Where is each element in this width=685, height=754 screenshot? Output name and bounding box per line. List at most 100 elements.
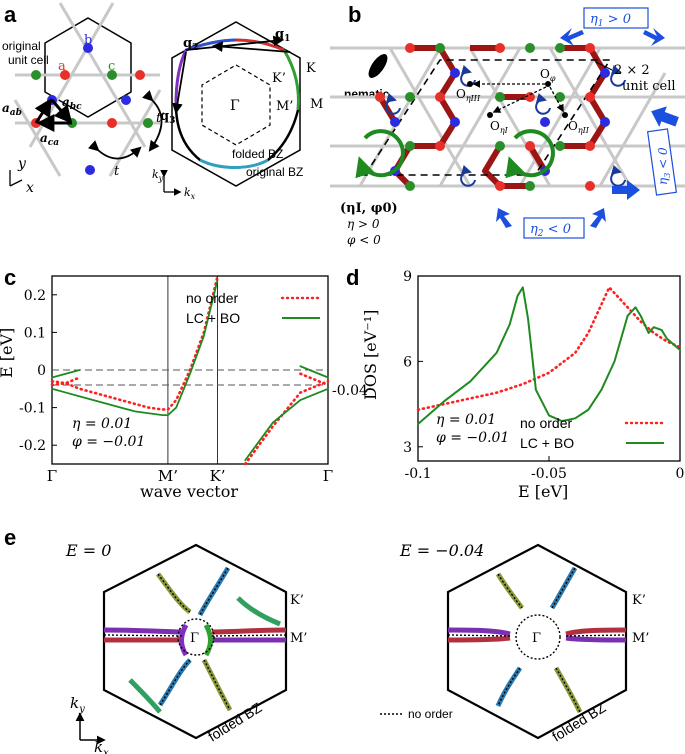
real-space-axes <box>9 170 23 187</box>
c-xtick-label: Γ <box>47 467 57 485</box>
e-left-hexagon <box>102 543 288 740</box>
eta3-label: η3 < 0 <box>656 147 672 185</box>
e-right-fs-5 <box>565 627 627 637</box>
e-left-mp: M’ <box>290 631 307 646</box>
kp-label: K’ <box>272 71 286 86</box>
plot-d-lines <box>416 286 682 425</box>
gamma-label: Γ <box>230 98 240 114</box>
vec-ab-label: aab <box>2 101 22 118</box>
kx-label: kx <box>184 186 196 201</box>
site-a-label: a <box>58 59 66 74</box>
site-a-2 <box>135 70 145 80</box>
e-left-fs-1 <box>155 572 192 615</box>
e-right-kp: K’ <box>632 593 646 608</box>
loop-current-small-2 <box>610 65 626 87</box>
sites-b <box>375 43 610 191</box>
site-b-3 <box>121 95 131 105</box>
ky-label: ky <box>152 168 164 183</box>
o-eta-i-label: OηI <box>490 119 509 135</box>
c-series-lc-bo <box>244 387 329 462</box>
vec-ca-label: aca <box>40 131 59 148</box>
e-kx-label: kx <box>94 738 109 754</box>
eta1-arrow-left <box>560 28 584 46</box>
eta3-box <box>646 128 678 196</box>
c-xtick-label: M’ <box>158 467 178 485</box>
c-xtick-label: Γ <box>323 467 333 485</box>
loop-current-small-5 <box>460 165 476 187</box>
unit-cell-2x2-label-2: unit cell <box>622 79 676 94</box>
d-xtick-label: -0.1 <box>405 466 432 482</box>
plot-d-param-eta: η = 0.01 <box>436 412 496 428</box>
axis-y-label: y <box>17 156 27 172</box>
plot-c-legend-dotted-label: no order <box>186 290 238 306</box>
plot-d-xlabel: E [eV] <box>518 482 568 501</box>
unit-cell-label-2: unit cell <box>8 53 49 67</box>
eta3-arrow-bottom <box>612 180 640 200</box>
loop-current-big-1 <box>355 129 405 179</box>
d-xtick-label: 0 <box>676 466 685 482</box>
cond-phi-label: φ < 0 <box>347 233 381 247</box>
e-left-fs-5 <box>211 627 287 635</box>
site-c-label: c <box>108 59 115 74</box>
eta1-label: η1 > 0 <box>590 12 631 29</box>
site-c-2 <box>31 70 41 80</box>
panel-a: a original unit cell b a c <box>2 2 323 201</box>
c-series-branch <box>51 369 81 379</box>
loop-current-small-6 <box>610 165 626 187</box>
e-right-gamma: Γ <box>532 631 541 646</box>
q2-label: q2 <box>183 36 198 53</box>
e-legend-no-order-label: no order <box>408 707 453 721</box>
folded-bz-dashed <box>201 64 271 146</box>
hop-t-label: t <box>114 164 120 179</box>
plot-c-param-phi: φ = −0.01 <box>72 434 145 450</box>
q3-label: q3 <box>160 109 175 126</box>
e-right-bz: Γ K’ M’ folded BZ no order <box>380 543 649 745</box>
e-left-fs-3 <box>103 627 184 635</box>
plot-c-ylabel: E [eV] <box>0 328 16 378</box>
e-left-bz: Γ K’ M’ folded BZ <box>102 543 307 745</box>
e-left-fs-9 <box>179 623 189 657</box>
e-right-fs-2 <box>549 566 578 610</box>
plot-d-legend-solid-label: LC + BO <box>520 435 574 451</box>
o-eta-iii-label: OηIII <box>456 87 481 103</box>
plot-d-param-phi: φ = −0.01 <box>436 430 509 446</box>
plot-c-param-eta: η = 0.01 <box>72 416 132 432</box>
c-ytick-label: -0.1 <box>19 401 46 417</box>
c-ytick-label: 0.2 <box>24 288 46 304</box>
c-ytick-label: 0.1 <box>24 325 46 341</box>
e-ky-label: ky <box>70 694 85 715</box>
q3-arrow <box>172 51 187 115</box>
hop-tp-arrow <box>142 90 163 152</box>
q1-label: q1 <box>275 27 290 44</box>
site-b-label: b <box>84 33 92 48</box>
site-b <box>83 43 93 53</box>
plot-d-legend-dotted-label: no order <box>520 415 572 431</box>
e-right-fs-3 <box>447 627 511 637</box>
panel-b-label: b <box>348 2 361 27</box>
unit-cell-label-1: original <box>2 39 41 53</box>
axis-x-label: x <box>26 180 34 196</box>
panel-a-label: a <box>4 2 17 27</box>
k-label: K <box>306 61 316 76</box>
e-left-title: E = 0 <box>65 541 111 560</box>
plot-c-legend-solid-label: LC + BO <box>186 310 240 326</box>
panel-c-label: c <box>4 265 16 290</box>
hop-t-arrow <box>87 140 142 160</box>
plot-c-marker-right: -0.04 <box>332 383 368 399</box>
site-c <box>107 70 117 80</box>
c-ytick-label: -0.2 <box>19 438 46 454</box>
e-left-fs-2 <box>197 566 231 617</box>
original-bz <box>171 21 301 187</box>
unit-cell-2x2-label-1: 2 × 2 <box>614 63 650 78</box>
e-left-fs-10 <box>203 623 213 657</box>
e-right-no-order <box>447 567 627 713</box>
fermi-arc-green-1 <box>282 49 300 111</box>
c-series-branch <box>50 376 81 387</box>
site-a <box>60 70 70 80</box>
d-series-lc-bo <box>417 286 681 425</box>
e-left-gamma: Γ <box>190 631 199 646</box>
mp-label: M’ <box>276 99 293 114</box>
d-ytick-label: 6 <box>403 354 412 370</box>
